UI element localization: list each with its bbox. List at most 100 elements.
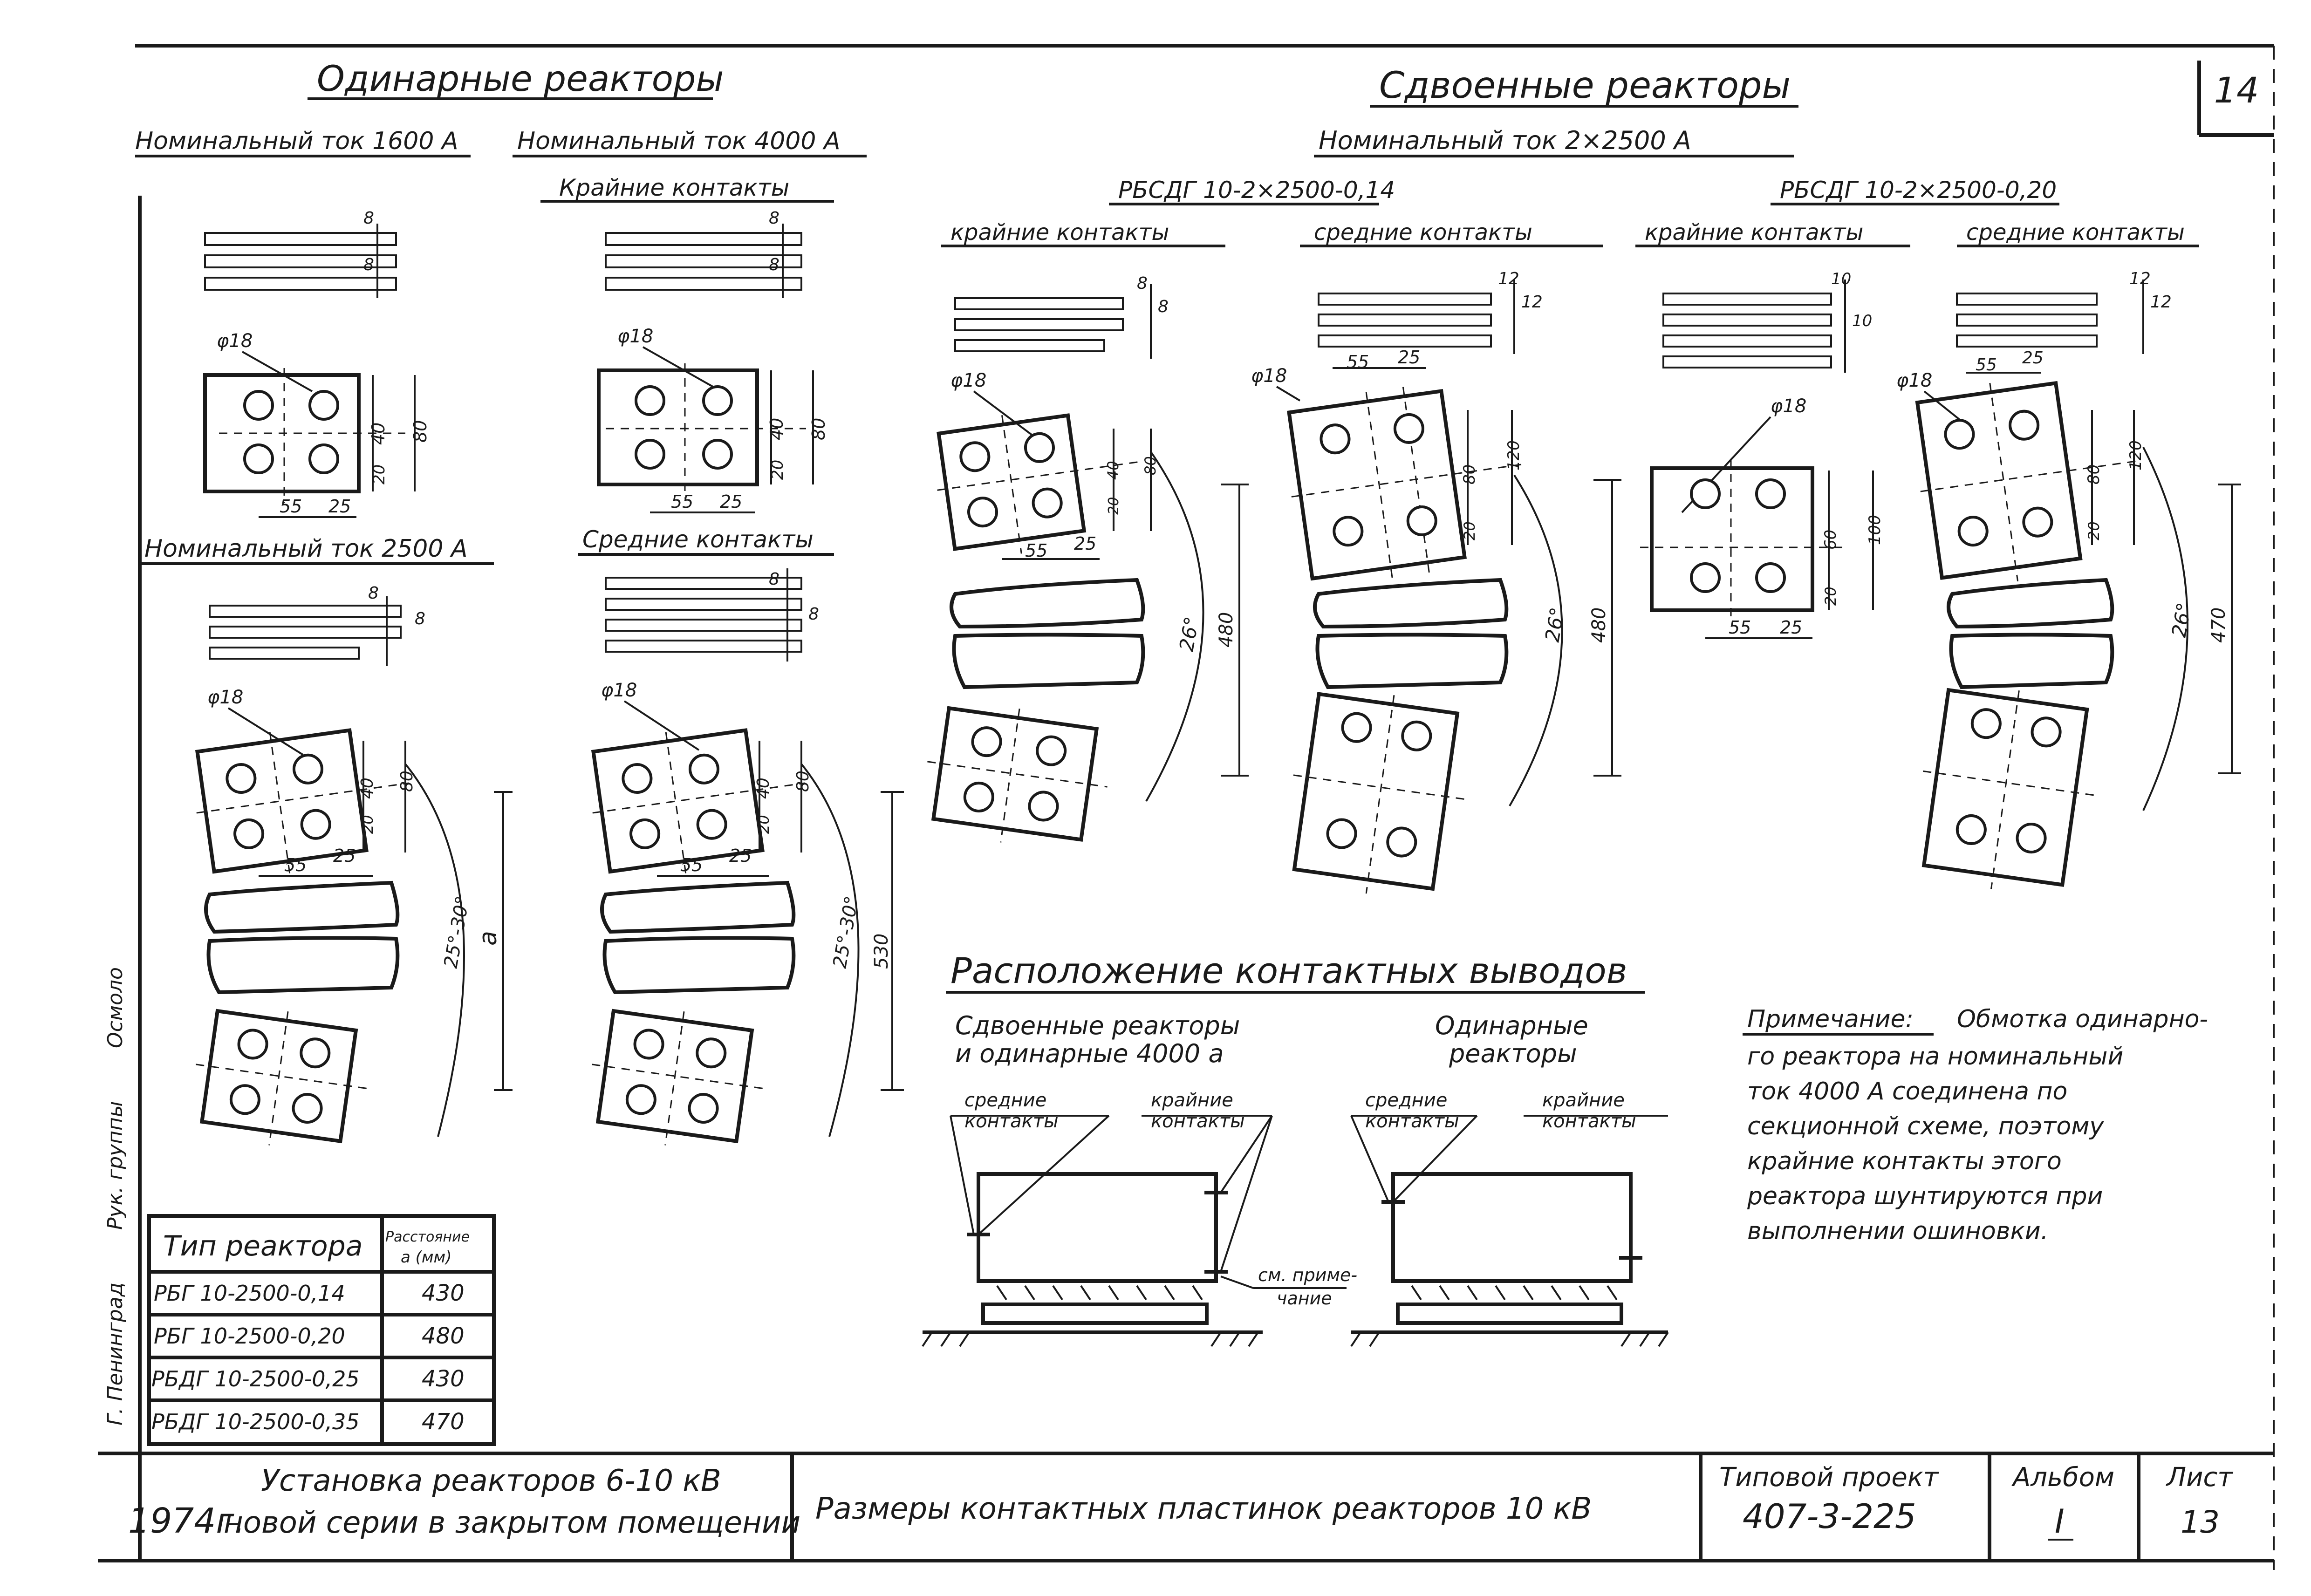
dim-10-top: 10 [1831, 270, 1851, 288]
dim-25: 25 [2022, 348, 2044, 368]
angle-range: 25°-30° [440, 894, 474, 970]
subheading-outer-contacts-4000: Крайние контакты [559, 174, 789, 201]
hole-dia-label: φ18 [1251, 365, 1287, 387]
plate-014-outer: 8 8 φ18 40 80 20 55 25 [927, 274, 1249, 843]
heading-single-reactors: Одинарные реакторы [317, 58, 724, 99]
dim-470: 470 [2208, 607, 2229, 643]
dim-55: 55 [284, 855, 307, 875]
note-line-6: реактора шунтируются при [1747, 1182, 2103, 1210]
title-project-line2: новой серии в закрытом помещении [224, 1506, 800, 1540]
hole [1341, 712, 1372, 743]
note-line-2: го реактора на номинальный [1747, 1043, 2123, 1071]
hole [1690, 478, 1721, 509]
dim-20: 20 [1822, 587, 1839, 606]
hole [1333, 516, 1364, 547]
winding-end [204, 880, 400, 934]
dim-80: 80 [808, 418, 829, 440]
reactor-body [1391, 1172, 1633, 1283]
winding-end [950, 578, 1145, 629]
dim-40: 40 [1104, 461, 1122, 480]
dim-55: 55 [1025, 540, 1047, 561]
label-middle-contacts-014: средние контакты [1314, 219, 1532, 246]
hole [963, 781, 994, 812]
hole [229, 1084, 260, 1115]
hole-dia-label: φ18 [601, 680, 637, 701]
label-middle: средние [964, 1090, 1046, 1111]
hole [226, 763, 257, 794]
dim-40: 40 [754, 778, 773, 799]
dim-20: 20 [768, 460, 787, 480]
hole [292, 753, 323, 784]
dim-8-top: 8 [1137, 274, 1148, 293]
hole [1386, 826, 1417, 858]
dim-55: 55 [671, 491, 693, 512]
hole [2016, 823, 2047, 854]
label-middle: средние [1365, 1090, 1447, 1111]
dim-25: 25 [1074, 533, 1096, 554]
hole [1326, 818, 1357, 849]
hole [1036, 735, 1067, 766]
dim-20: 20 [1106, 497, 1122, 515]
hole [688, 1093, 719, 1124]
table-row-type: РБДГ 10-2500-0,25 [151, 1366, 360, 1391]
title-block: 1974г. Установка реакторов 6-10 кВ новой… [98, 1452, 2274, 1561]
subheading-middle-contacts-4000: Средние контакты [582, 526, 814, 553]
winding-end [1315, 633, 1509, 689]
hole [1755, 562, 1786, 593]
hole [1690, 562, 1721, 593]
hole [702, 385, 733, 416]
hole [2009, 409, 2040, 441]
sheet-frame [98, 44, 2275, 1570]
dim-8-top: 8 [363, 209, 374, 228]
title-drawing-name: Размеры контактных пластинок реакторов 1… [815, 1492, 1592, 1526]
label-see-note-2: чание [1277, 1288, 1332, 1309]
title-typical-project-label: Типовой проект [1719, 1462, 1939, 1493]
dim-480: 480 [1216, 612, 1237, 648]
dim-8-top: 8 [368, 584, 379, 603]
heading-double-reactors: Сдвоенные реакторы [1379, 65, 1791, 107]
hole [2031, 716, 2062, 748]
dim-55: 55 [1729, 617, 1751, 638]
contact-plate [931, 706, 1099, 842]
dim-40: 40 [358, 778, 377, 799]
label-see-note: см. приме- [1258, 1265, 1357, 1285]
dim-80: 80 [1460, 464, 1479, 484]
dim-12-low: 12 [2150, 293, 2172, 312]
dim-25: 25 [333, 846, 356, 866]
side-stamp: Г. Пенинград Рук. группы Осмоло [103, 967, 127, 1425]
layout-label-double-2: и одинарные 4000 а [955, 1039, 1224, 1068]
plate-2500: 8 8 φ18 40 80 20 55 25 [195, 584, 513, 1146]
title-sheet-label: Лист [2166, 1462, 2233, 1493]
plate-014-middle: 12 12 φ18 55 25 80 120 20 [1251, 269, 1621, 894]
title-album-label: Альбом [2011, 1462, 2114, 1493]
hole [308, 390, 339, 421]
angle-26: 26° [1541, 606, 1569, 644]
layout-label-single: Одинарные [1435, 1011, 1588, 1040]
hole-dia-label: φ18 [617, 326, 653, 347]
dim-60: 60 [1821, 530, 1840, 550]
hole [1401, 720, 1432, 751]
hole [292, 1093, 323, 1124]
note-line-5: крайние контакты этого [1747, 1147, 2062, 1175]
hole [702, 439, 733, 470]
winding-end [1947, 578, 2114, 629]
title-album: I [2055, 1502, 2065, 1541]
heading-contact-layout: Расположение контактных выводов [950, 950, 1627, 991]
angle-26: 26° [1175, 615, 1203, 653]
table-row-value: 470 [422, 1409, 465, 1435]
winding-end [952, 633, 1145, 689]
reactor-base [981, 1303, 1209, 1325]
angle-arc [2142, 447, 2188, 811]
dim-100: 100 [1866, 515, 1884, 545]
contact-plate [195, 728, 369, 874]
winding-end [602, 936, 796, 995]
contact-plate [1287, 389, 1467, 581]
hole [300, 1037, 331, 1069]
hole [1032, 487, 1063, 518]
hole [967, 497, 998, 528]
angle-arc [800, 763, 860, 1137]
label-outer-contacts-020: крайние контакты [1645, 219, 1863, 246]
dim-8-low: 8 [808, 605, 819, 624]
dim-25: 25 [729, 846, 752, 866]
dim-20: 20 [370, 464, 389, 484]
